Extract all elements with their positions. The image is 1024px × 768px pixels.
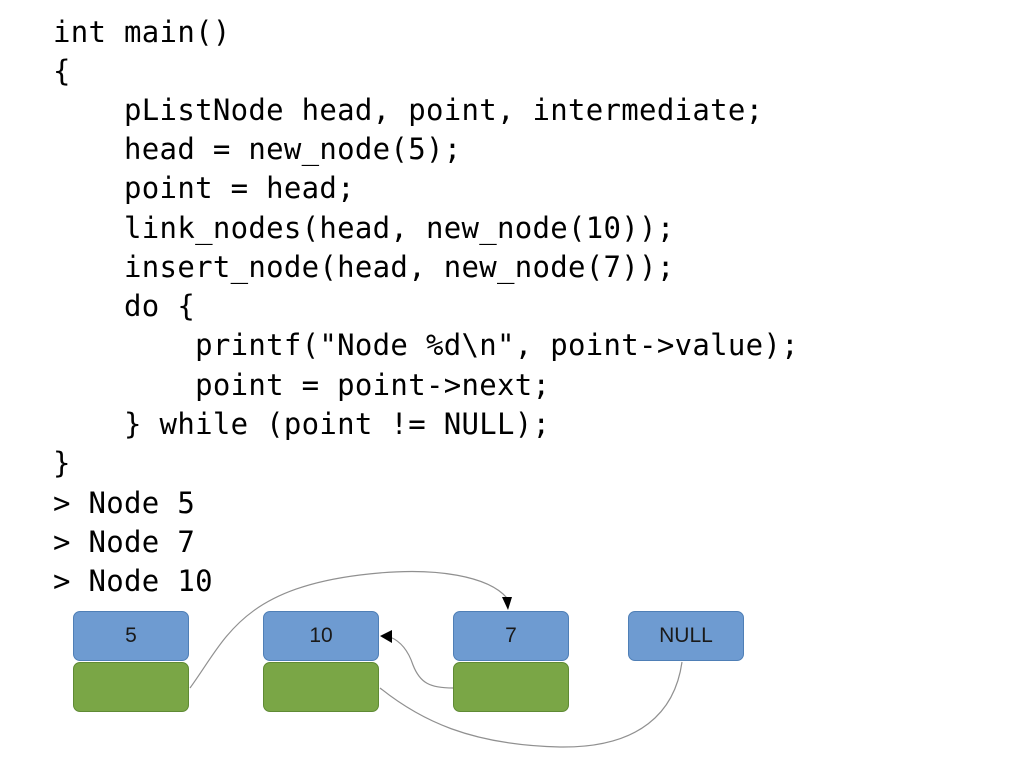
code-line: do {: [53, 289, 196, 323]
code-line: printf("Node %d\n", point->value);: [53, 328, 799, 362]
code-line: pListNode head, point, intermediate;: [53, 93, 764, 127]
node-value-label: 7: [505, 624, 517, 647]
code-line: }: [53, 446, 71, 480]
node-next-pointer-box: [453, 662, 569, 712]
code-line: } while (point != NULL);: [53, 407, 551, 441]
code-line: insert_node(head, new_node(7));: [53, 250, 675, 284]
code-line: int main(): [53, 15, 231, 49]
output-line: > Node 10: [53, 564, 213, 598]
null-label: NULL: [659, 624, 713, 647]
code-line: point = head;: [53, 171, 355, 205]
node-value-box: 7: [453, 611, 569, 661]
code-line: head = new_node(5);: [53, 132, 462, 166]
node-next-pointer-box: [263, 662, 379, 712]
arrow-head-icon: [380, 630, 392, 643]
code-line: point = point->next;: [53, 368, 551, 402]
output-line: > Node 7: [53, 525, 196, 559]
node-value-box: 5: [73, 611, 189, 661]
output-line: > Node 5: [53, 486, 196, 520]
code-line: {: [53, 54, 71, 88]
node-value-label: 5: [125, 624, 137, 647]
pointer-arrow-7-to-10: [389, 636, 454, 689]
node-value-label: 10: [309, 624, 333, 647]
null-box: NULL: [628, 611, 744, 661]
node-value-box: 10: [263, 611, 379, 661]
node-next-pointer-box: [73, 662, 189, 712]
code-line: link_nodes(head, new_node(10));: [53, 211, 675, 245]
arrow-head-icon: [502, 597, 512, 610]
